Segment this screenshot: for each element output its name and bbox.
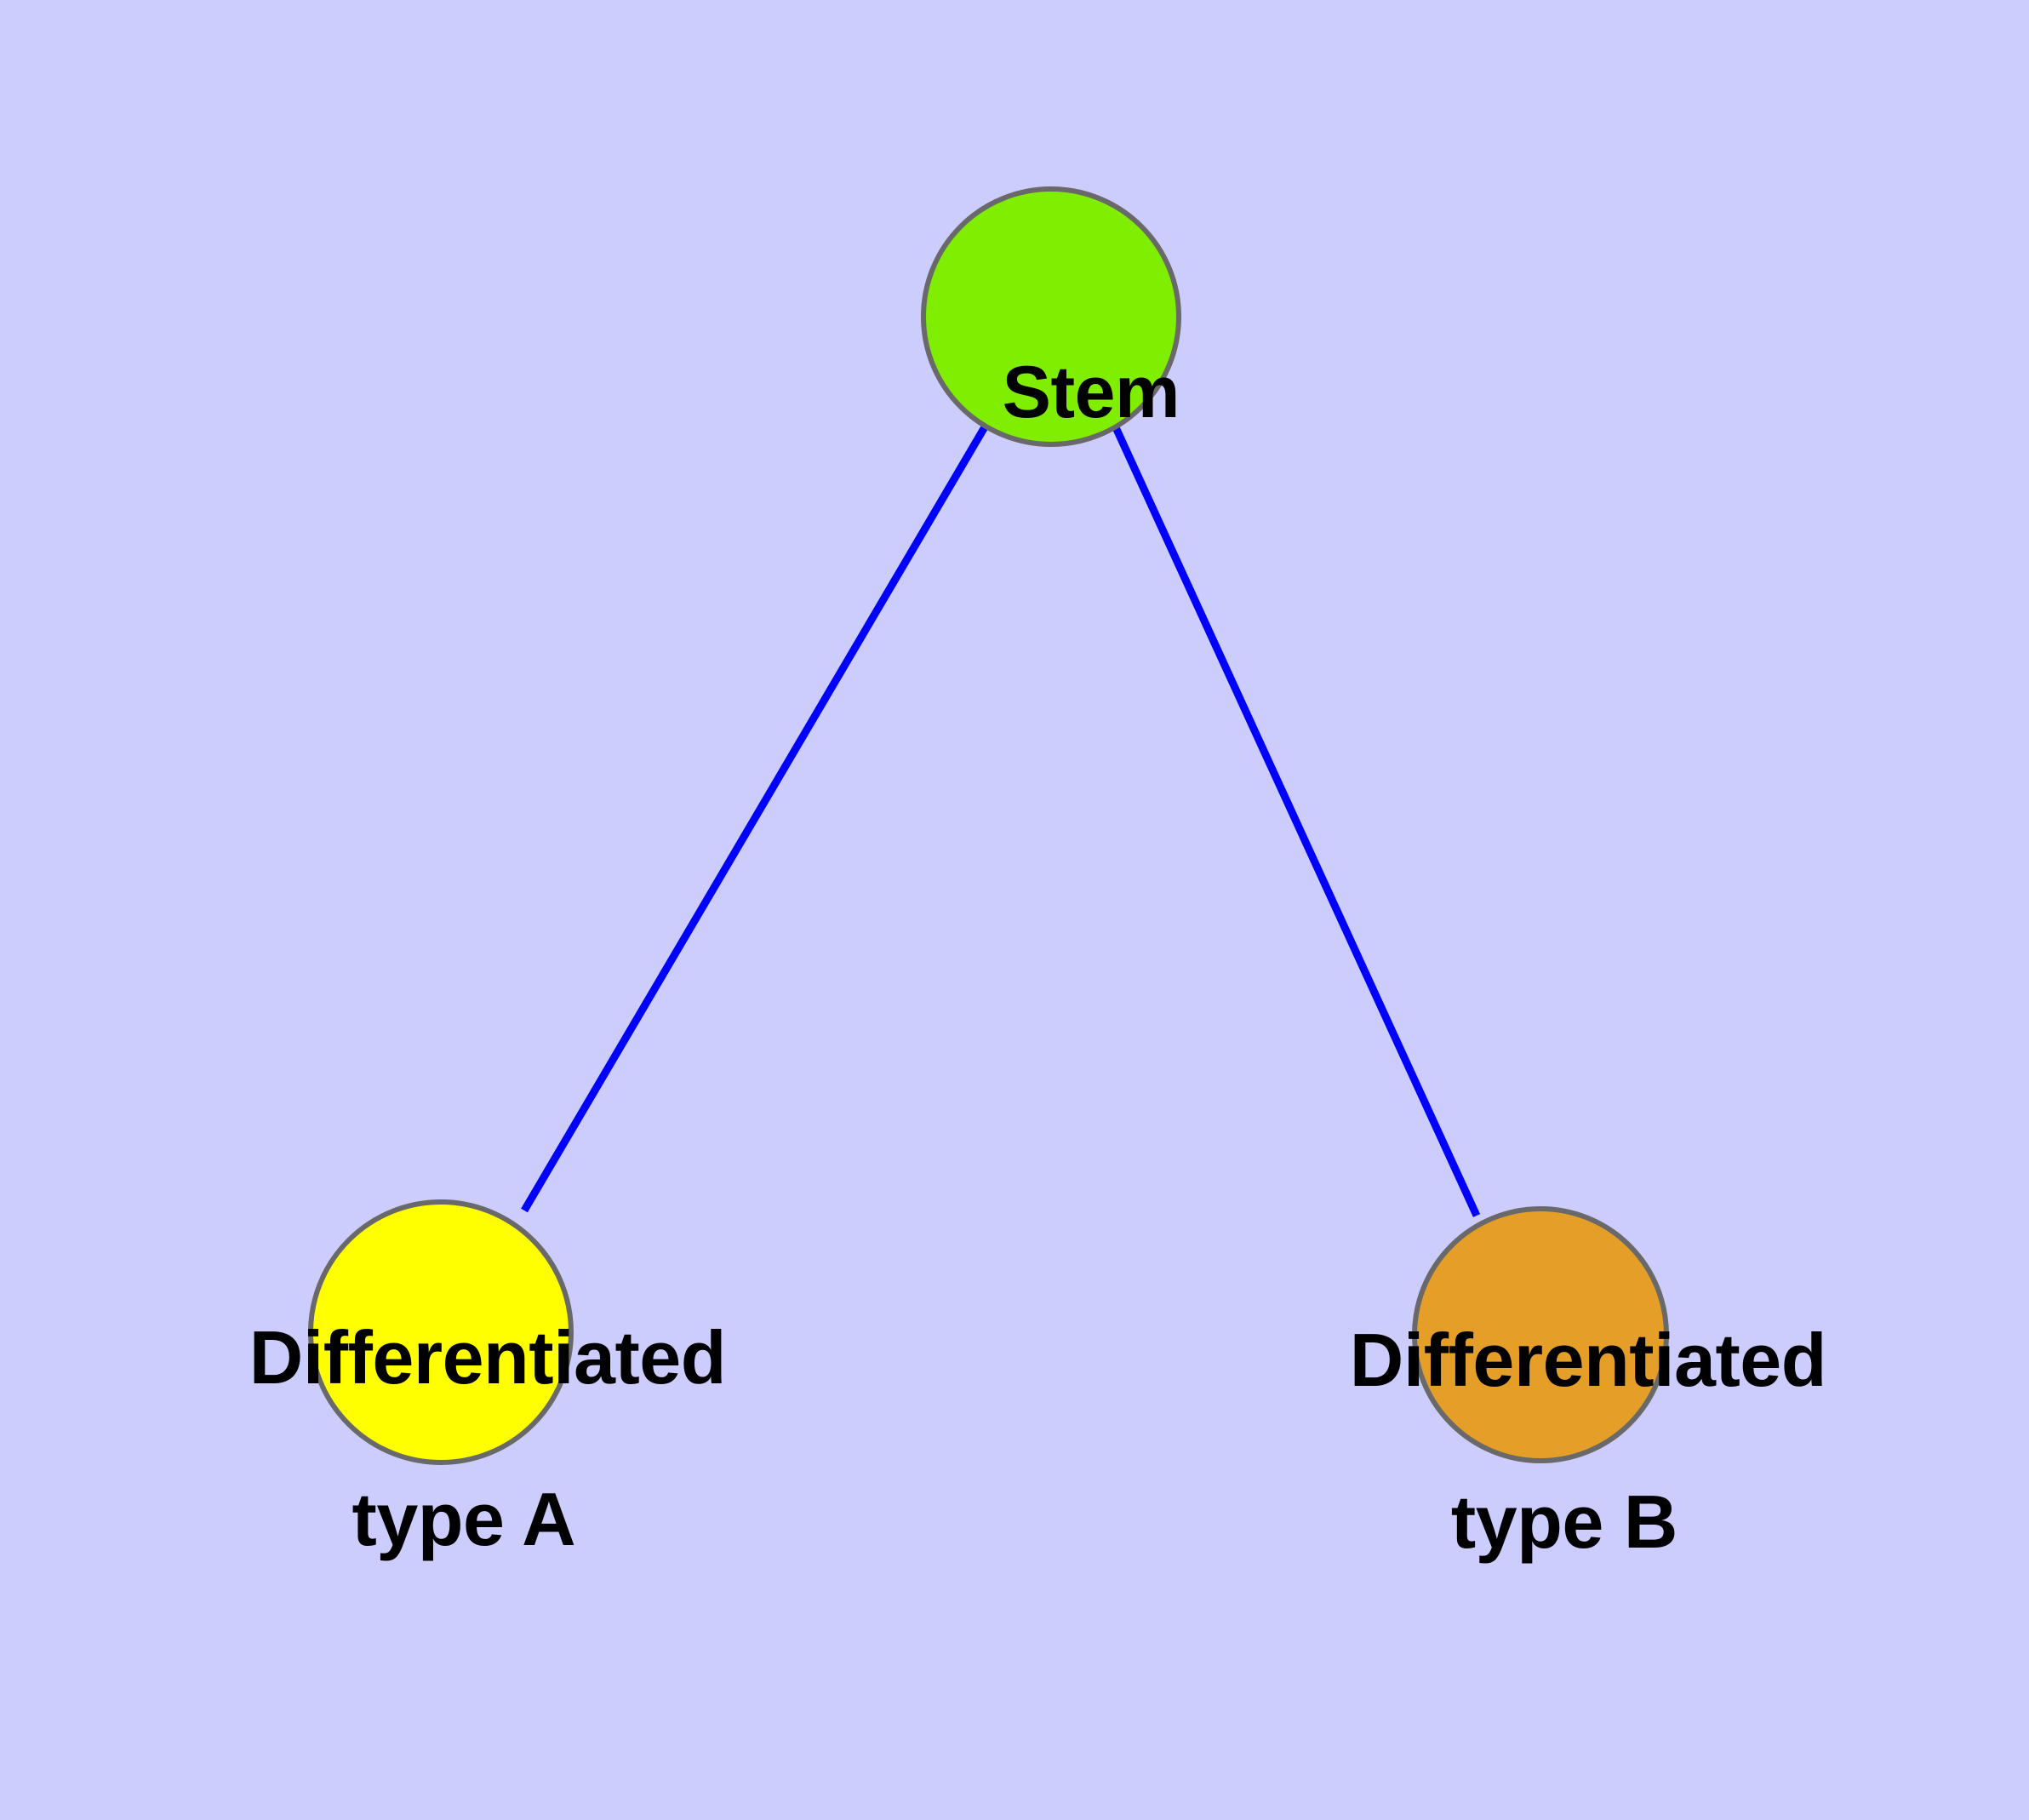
node-circle-differentiated-type-b[interactable]: [1412, 1206, 1669, 1463]
edge-layer: [521, 423, 1481, 1217]
node-circle-stem[interactable]: [921, 186, 1181, 447]
edge-stem-to-differentiated-type-a[interactable]: [521, 423, 989, 1213]
edge-stem-to-differentiated-type-b[interactable]: [1111, 424, 1481, 1217]
node-layer: [308, 186, 1669, 1465]
node-circle-differentiated-type-a[interactable]: [308, 1199, 574, 1465]
